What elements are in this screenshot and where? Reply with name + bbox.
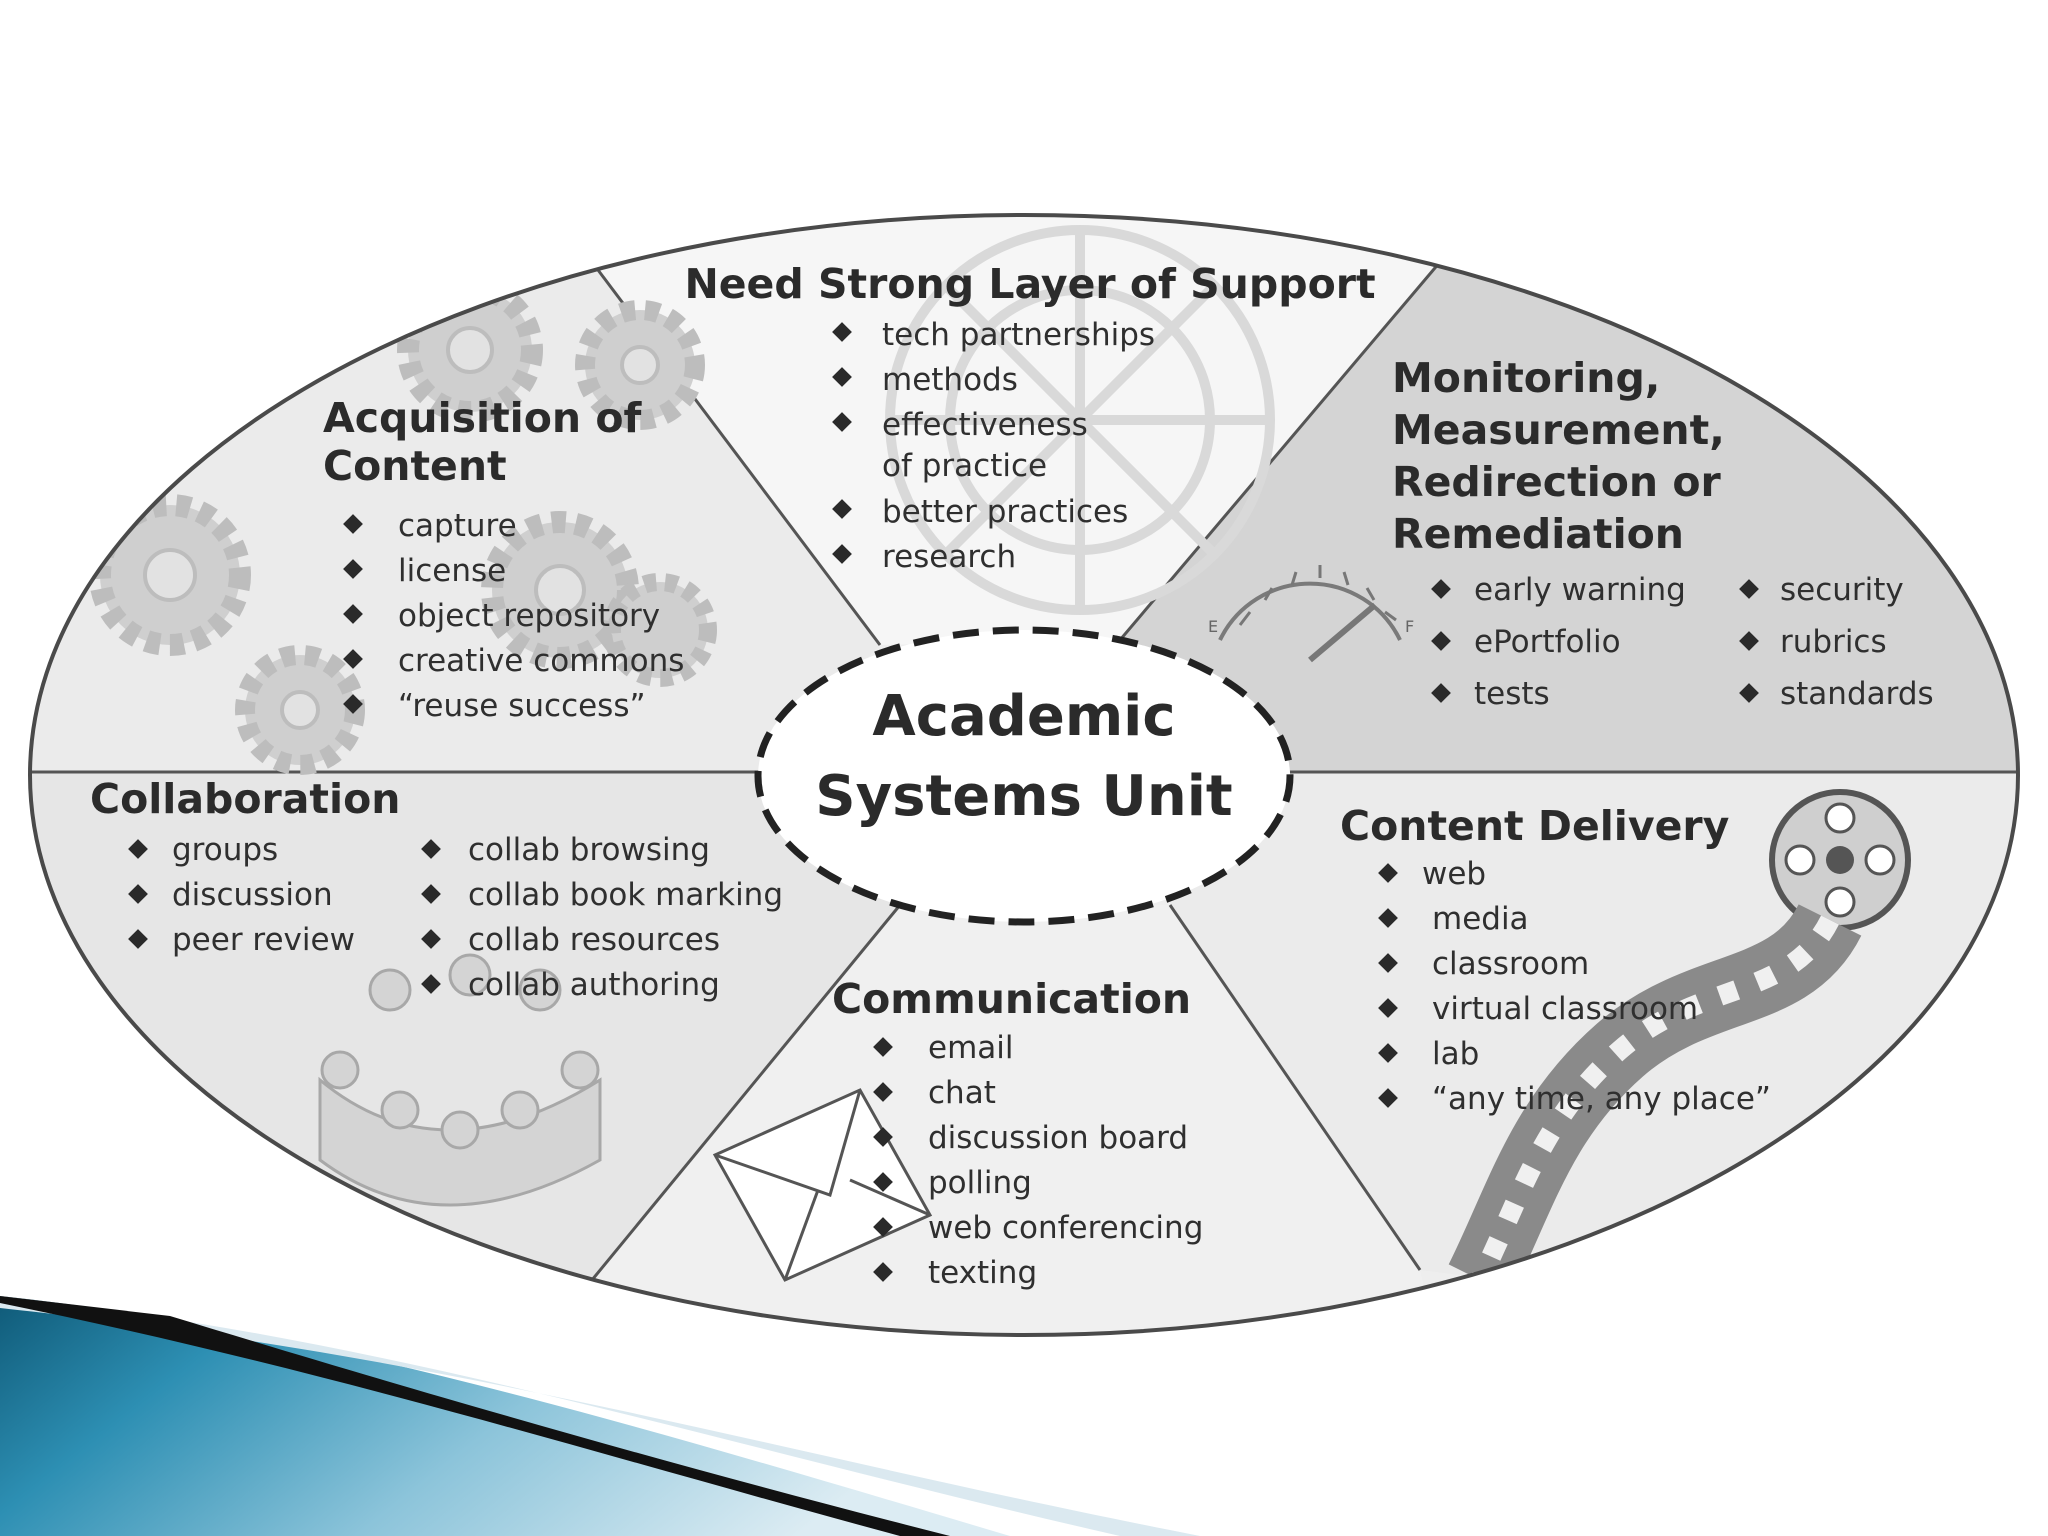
list-item: web <box>1422 856 1486 892</box>
list-item: better practices <box>882 494 1128 530</box>
list-item: license <box>398 553 506 589</box>
list-item: web conferencing <box>928 1210 1203 1246</box>
segment-dividers <box>30 261 2018 1281</box>
collaboration-title: Collaboration <box>90 775 400 823</box>
list-item: standards <box>1780 676 1934 712</box>
list-item: chat <box>928 1075 996 1111</box>
delivery-list: web media classroom virtual classroom la… <box>1378 856 1771 1117</box>
monitoring-title-line4: Remediation <box>1392 510 1684 558</box>
center-title-line2: Systems Unit <box>815 764 1232 829</box>
list-item: texting <box>928 1255 1037 1291</box>
collaboration-section: Collaboration groups discussion peer rev… <box>90 775 783 1003</box>
list-item: polling <box>928 1165 1032 1201</box>
acquisition-section: Acquisition of Content capture license o… <box>323 394 684 724</box>
svg-text:F: F <box>1405 617 1414 636</box>
acquisition-list: capture license object repository creati… <box>343 508 684 724</box>
ellipse-outline <box>28 213 2020 1337</box>
list-item: object repository <box>398 598 660 634</box>
gears-icon <box>89 277 717 775</box>
monitoring-title-line2: Measurement, <box>1392 406 1725 454</box>
list-item: peer review <box>172 922 355 958</box>
list-item: of practice <box>882 448 1047 484</box>
list-item: virtual classroom <box>1432 991 1698 1027</box>
template-swoosh <box>0 1296 1200 1536</box>
list-item: discussion board <box>928 1120 1188 1156</box>
monitoring-section: Monitoring, Measurement, Redirection or … <box>1392 354 1934 712</box>
support-title: Need Strong Layer of Support <box>684 260 1375 308</box>
list-item: lab <box>1432 1036 1479 1072</box>
communication-title: Communication <box>832 975 1191 1023</box>
list-item: discussion <box>172 877 333 913</box>
delivery-title: Content Delivery <box>1340 802 1729 850</box>
collaboration-list-right: collab browsing collab book marking coll… <box>421 832 783 1003</box>
center-title-line1: Academic <box>872 684 1175 749</box>
monitoring-list-right: security rubrics standards <box>1739 572 1934 712</box>
list-item: ePortfolio <box>1474 624 1621 660</box>
list-item: “any time, any place” <box>1432 1081 1771 1117</box>
list-item: methods <box>882 362 1018 398</box>
center-oval <box>754 626 1294 926</box>
list-item: “reuse success” <box>398 688 646 724</box>
list-item: collab resources <box>468 922 720 958</box>
acquisition-title-line1: Acquisition of <box>323 394 643 442</box>
support-list: tech partnerships methods effectiveness … <box>832 317 1155 575</box>
svg-text:E: E <box>1208 617 1218 636</box>
list-item: collab browsing <box>468 832 710 868</box>
fuel-gauge-icon: E F <box>1208 565 1414 663</box>
monitoring-title-line3: Redirection or <box>1392 458 1722 506</box>
list-item: tech partnerships <box>882 317 1155 353</box>
monitoring-title-line1: Monitoring, <box>1392 354 1660 402</box>
list-item: tests <box>1474 676 1550 712</box>
list-item: groups <box>172 832 278 868</box>
list-item: media <box>1432 901 1529 937</box>
communication-list: email chat discussion board polling web … <box>873 1030 1203 1291</box>
list-item: security <box>1780 572 1904 608</box>
people-chain-icon <box>318 953 602 1207</box>
monitoring-list-left: early warning ePortfolio tests <box>1431 572 1686 712</box>
list-item: collab authoring <box>468 967 720 1003</box>
acquisition-title-line2: Content <box>323 442 507 490</box>
support-section: Need Strong Layer of Support tech partne… <box>684 260 1375 575</box>
collaboration-list-left: groups discussion peer review <box>128 832 355 958</box>
list-item: research <box>882 539 1016 575</box>
communication-section: Communication email chat discussion boar… <box>832 975 1203 1291</box>
list-item: collab book marking <box>468 877 783 913</box>
film-reel-icon <box>1448 789 1911 1296</box>
list-item: email <box>928 1030 1014 1066</box>
delivery-section: Content Delivery web media classroom vir… <box>1340 802 1771 1117</box>
list-item: early warning <box>1474 572 1686 608</box>
list-item: effectiveness <box>882 407 1088 443</box>
list-item: capture <box>398 508 517 544</box>
sphere-icon <box>885 225 1275 615</box>
list-item: creative commons <box>398 643 684 679</box>
list-item: classroom <box>1432 946 1589 982</box>
list-item: rubrics <box>1780 624 1887 660</box>
